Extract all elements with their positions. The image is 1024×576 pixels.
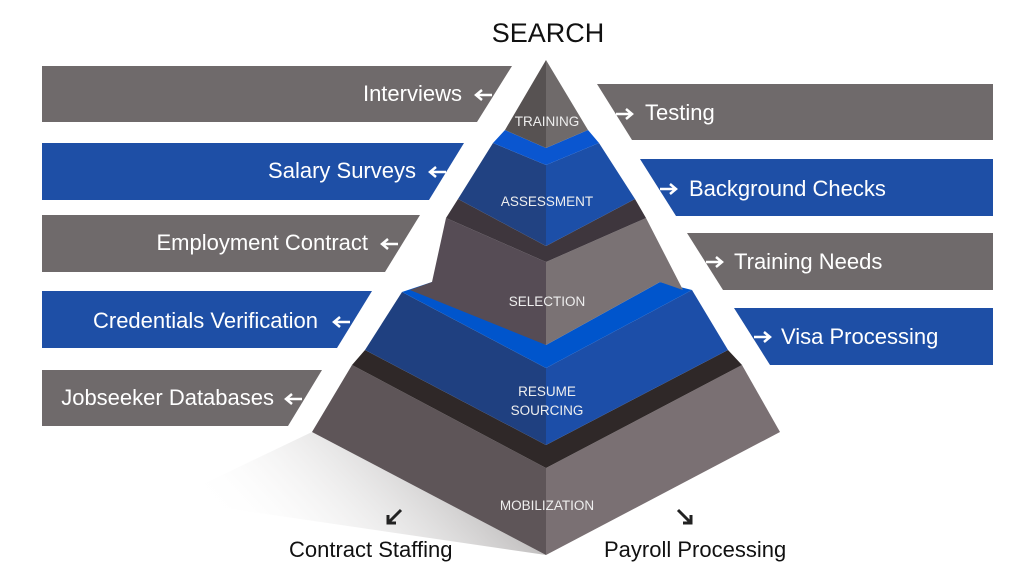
tier-assessment: ASSESSMENT	[458, 130, 635, 246]
arrow-left-icon	[380, 238, 398, 250]
tier-label: MOBILIZATION	[500, 498, 594, 513]
arrow-right-icon	[616, 108, 634, 120]
left-banner-label: Jobseeker Databases	[61, 385, 274, 410]
left-banner-label: Interviews	[363, 81, 462, 106]
arrow-left-icon	[284, 393, 302, 405]
right-banner-label: Testing	[645, 100, 715, 125]
right-banner-training-needs: Training Needs	[687, 233, 993, 290]
arrow-down-left-icon	[386, 508, 403, 525]
tier-label: SELECTION	[509, 294, 586, 309]
left-banner-interviews: Interviews	[42, 66, 512, 122]
right-banner-testing: Testing	[597, 84, 993, 140]
arrow-left-icon	[428, 166, 446, 178]
left-banner-label: Employment Contract	[156, 230, 368, 255]
tier-label: TRAINING	[515, 114, 580, 129]
bottom-label-payroll-processing: Payroll Processing	[604, 537, 786, 562]
arrow-right-icon	[754, 331, 772, 343]
left-banner-salary-surveys: Salary Surveys	[42, 143, 464, 200]
arrow-left-icon	[474, 89, 492, 101]
bottom-label-contract-staffing: Contract Staffing	[289, 537, 452, 562]
right-banner-visa-processing: Visa Processing	[734, 308, 993, 365]
right-banner-label: Training Needs	[734, 249, 882, 274]
tier-selection: SELECTION	[410, 199, 683, 345]
left-banner-label: Salary Surveys	[268, 158, 416, 183]
tier-label: ASSESSMENT	[501, 194, 593, 209]
left-banner-jobseeker-databases: Jobseeker Databases	[42, 370, 322, 426]
right-banner-label: Visa Processing	[781, 324, 938, 349]
arrow-left-icon	[332, 316, 350, 328]
diagram-title: SEARCH	[492, 18, 605, 48]
right-banner-background-checks: Background Checks	[640, 159, 993, 216]
tier-label: RESUME	[518, 384, 576, 399]
left-banner-label: Credentials Verification	[93, 308, 318, 333]
arrow-right-icon	[660, 183, 678, 195]
tier-training: TRAINING	[505, 60, 588, 148]
tier-mobilization: MOBILIZATION	[312, 350, 780, 555]
left-banner-employment-contract: Employment Contract	[42, 215, 420, 272]
arrow-down-right-icon	[676, 508, 693, 525]
tier-label: SOURCING	[511, 403, 584, 418]
left-banner-credentials-verification: Credentials Verification	[42, 291, 372, 348]
arrow-right-icon	[706, 256, 724, 268]
pyramid-shadow	[170, 432, 546, 555]
right-banner-label: Background Checks	[689, 176, 886, 201]
